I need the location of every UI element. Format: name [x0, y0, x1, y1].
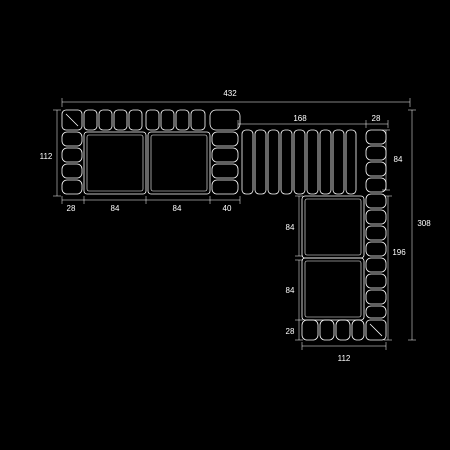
- seat-cushion-1-inner: [86, 134, 144, 192]
- chaise-seat-cushion-1: [301, 195, 365, 259]
- back-cushion: [128, 109, 143, 131]
- arm-cushion: [61, 163, 83, 179]
- vertical-back-cushion: [306, 129, 319, 195]
- dim-seat-2: 84: [173, 204, 182, 213]
- vertical-back-cushion: [293, 129, 306, 195]
- right-arm-cushion: [365, 305, 387, 319]
- dim-left-depth: 112: [40, 152, 53, 161]
- back-cushion: [209, 109, 241, 131]
- dimension-lines: [53, 98, 416, 350]
- arm-cushion: [61, 179, 83, 195]
- seat-cushion-1: [83, 131, 147, 195]
- lower-chaise-section: [301, 195, 387, 341]
- right-arm-cushion: [365, 161, 387, 177]
- vertical-back-cushion: [241, 129, 254, 195]
- back-cushion: [98, 109, 113, 131]
- chaise-seat-cushion-2: [301, 257, 365, 321]
- dim-lower-depth: 196: [392, 248, 406, 257]
- right-arm-cushion: [365, 225, 387, 241]
- right-arm-cushion: [365, 177, 387, 193]
- right-arm-section: [365, 129, 387, 319]
- right-corner-cushion: [365, 319, 387, 341]
- back-cushion: [190, 109, 206, 131]
- right-arm-cushion: [365, 241, 387, 257]
- right-arm-cushion: [365, 257, 387, 273]
- dim-left-arm: 28: [67, 204, 76, 213]
- arm-cushion: [61, 147, 83, 163]
- back-cushion: [83, 109, 98, 131]
- left-corner-cushion: [61, 109, 83, 131]
- vertical-back-cushion: [254, 129, 267, 195]
- dim-bottom-arm: 28: [286, 327, 295, 336]
- back-cushion: [175, 109, 190, 131]
- side-cushion: [211, 179, 239, 195]
- vertical-back-cushion: [319, 129, 332, 195]
- right-corner-diagonal: [369, 323, 383, 337]
- dim-seat-1: 84: [111, 204, 120, 213]
- middle-back-section: [241, 129, 357, 195]
- vertical-back-cushion: [280, 129, 293, 195]
- dim-bottom-width: 112: [338, 354, 351, 363]
- dim-lower-seat-2: 84: [286, 286, 295, 295]
- vertical-back-cushion: [345, 129, 357, 195]
- side-cushion: [211, 131, 239, 147]
- bottom-cushion: [301, 319, 319, 341]
- back-cushion: [160, 109, 175, 131]
- right-arm-cushion: [365, 193, 387, 209]
- bottom-cushion: [351, 319, 365, 341]
- left-corner-diagonal: [65, 113, 79, 127]
- dim-right-arm: 28: [372, 114, 381, 123]
- dim-right-arm-depth: 84: [394, 155, 403, 164]
- chaise-seat-cushion-2-inner: [304, 260, 362, 318]
- right-arm-cushion: [365, 273, 387, 289]
- arm-cushion: [61, 131, 83, 147]
- seat-cushion-2-inner: [150, 134, 208, 192]
- dim-lower-seat-1: 84: [286, 223, 295, 232]
- bottom-cushion: [319, 319, 335, 341]
- seat-cushion-2: [147, 131, 211, 195]
- left-sofa-section: [61, 109, 241, 195]
- back-cushion: [113, 109, 128, 131]
- dim-right-total: 308: [417, 219, 431, 228]
- dim-chaise-seat: 168: [293, 114, 307, 123]
- right-arm-cushion: [365, 129, 387, 145]
- side-cushion: [211, 163, 239, 179]
- dim-left-back-gap: 40: [223, 204, 232, 213]
- chaise-seat-cushion-1-inner: [304, 198, 362, 256]
- bottom-cushion: [335, 319, 351, 341]
- vertical-back-cushion: [332, 129, 345, 195]
- vertical-back-cushion: [267, 129, 280, 195]
- side-cushion: [211, 147, 239, 163]
- right-arm-cushion: [365, 209, 387, 225]
- right-arm-cushion: [365, 289, 387, 305]
- right-arm-cushion: [365, 145, 387, 161]
- dim-total-width: 432: [223, 89, 237, 98]
- back-cushion: [145, 109, 160, 131]
